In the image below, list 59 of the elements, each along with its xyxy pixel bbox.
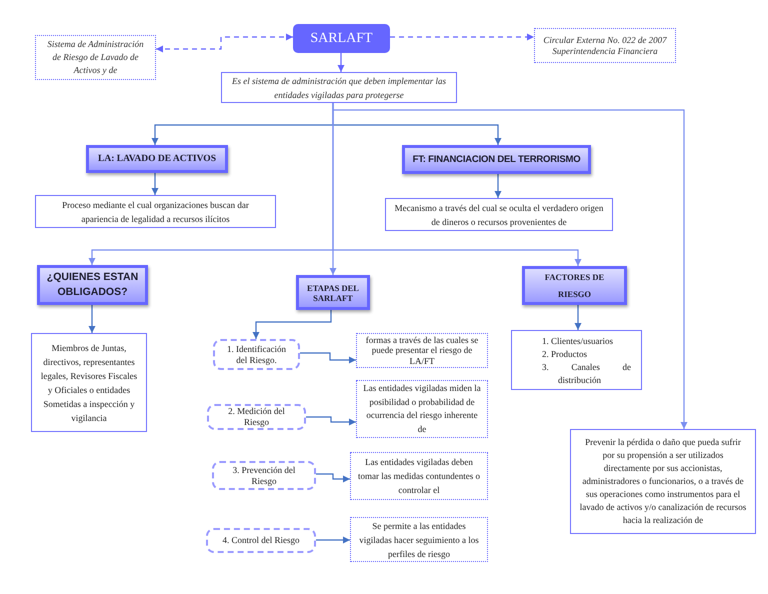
definition-box — [221, 72, 457, 103]
note-text: Sistema de Administración de Riesgo de Lavado de Activos y de — [46, 38, 145, 77]
description-text: Las entidades vigiladas deben tomar las medidas contundentes o controlar el — [357, 456, 481, 497]
step-description-box — [356, 380, 488, 438]
step-box — [206, 528, 316, 553]
header-text: ¿QUIENES ESTAN OBLIGADOS? — [46, 270, 140, 300]
title-box — [293, 24, 390, 53]
arrow — [494, 174, 502, 198]
step-box — [207, 404, 306, 430]
arrow — [252, 310, 332, 339]
arrow — [152, 173, 158, 195]
list-box — [511, 330, 642, 390]
list-item: 1. Clientes/usuarios — [542, 335, 614, 348]
description-box — [385, 198, 613, 231]
step-text: 4. Control del Riesgo — [222, 535, 300, 546]
arrow — [338, 53, 344, 72]
description-box — [31, 333, 147, 432]
step-description-box — [356, 333, 488, 368]
description-text: Se permite a las entidades vigiladas hacer seguimiento a los perfiles de riesgo — [358, 520, 480, 560]
header-box — [522, 266, 627, 305]
arrow — [316, 536, 350, 544]
note-box — [534, 28, 676, 63]
note-text: Circular Externa No. 022 de 2007 Superintendencia Financiera — [542, 35, 668, 56]
header-box — [402, 145, 591, 174]
note-box — [35, 35, 156, 80]
header-box — [296, 275, 370, 310]
header-box — [37, 265, 148, 305]
arrow — [316, 473, 350, 482]
header-text: ETAPAS DEL SARLAFT — [306, 282, 360, 302]
arrow — [306, 416, 356, 426]
step-box — [213, 339, 300, 370]
arrow — [332, 103, 582, 266]
double-arrow — [156, 34, 293, 52]
arrow — [300, 352, 356, 364]
step-text: 3. Prevención del Riesgo — [232, 464, 296, 486]
header-text: FT: FINANCIACION DEL TERRORISMO — [412, 153, 580, 166]
step-text: 2. Medición del Riesgo — [227, 406, 286, 428]
description-box — [35, 195, 276, 228]
description-text: Miembros de Juntas, directivos, representantes legales, Revisores Fiscales y Oficiales o entidades Sometidas a inspección y vigilancia — [40, 342, 138, 424]
description-text: Prevenir la pérdida o daño que pueda sufrir por su propensión a ser utilizados directamente por sus accionistas, administradores o funcionarios, o a través de sus operaciones como instrumentos para el lavado de activos y/o canalización de recursos hacia la realización de — [579, 436, 747, 527]
description-text: Proceso mediante el cual organizaciones buscan dar apariencia de legalidad a recursos ilícitos — [61, 198, 250, 226]
description-text: Las entidades vigiladas miden la posibilidad o probabilidad de ocurrencia del riesgo inherente de — [363, 382, 481, 436]
description-text: Mecanismo a través del cual se oculta el verdadero origen de dineros o recursos provenientes de — [394, 202, 604, 228]
arrow — [88, 305, 96, 333]
arrow — [390, 34, 534, 40]
step-box — [212, 461, 316, 490]
title-text: SARLAFT — [310, 30, 373, 46]
definition-text: Es el sistema de administración que deben implementar las entidades vigiladas para protegerse — [231, 74, 447, 102]
header-text: LA: LAVADO DE ACTIVOS — [98, 152, 216, 166]
list-item: 3. Canales de distribución — [542, 361, 631, 387]
list-item: 2. Productos — [542, 348, 588, 361]
description-box — [570, 429, 756, 534]
description-text: formas a través de las cuales se puede presentar el riesgo de LA/FT — [364, 334, 480, 366]
arrow — [574, 305, 582, 330]
step-description-box — [350, 517, 488, 562]
header-box — [86, 145, 228, 173]
step-description-box — [350, 452, 488, 500]
header-text: FACTORES DE RIESGO — [544, 270, 606, 300]
step-text: 1. Identificación del Riesgo. — [226, 344, 287, 366]
